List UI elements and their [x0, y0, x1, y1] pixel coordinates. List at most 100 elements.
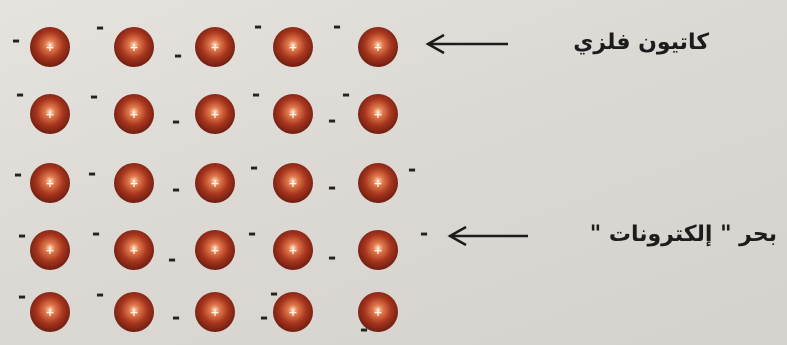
metal-cation: +	[358, 94, 398, 134]
cation-sphere	[195, 94, 235, 134]
cation-sphere	[358, 94, 398, 134]
cation-arrow	[425, 33, 508, 55]
positive-charge-symbol: +	[45, 177, 54, 190]
electron: -	[328, 175, 336, 199]
positive-charge-symbol: +	[288, 306, 297, 319]
cation-sphere	[195, 230, 235, 270]
electron: -	[16, 82, 24, 106]
positive-charge-symbol: +	[129, 41, 138, 54]
cation-sphere	[30, 292, 70, 332]
metal-cation: +	[273, 27, 313, 67]
electron: -	[18, 284, 26, 308]
positive-charge-symbol: +	[45, 108, 54, 121]
metal-cation: +	[358, 27, 398, 67]
cation-sphere	[114, 230, 154, 270]
metal-cation: +	[358, 230, 398, 270]
metal-cation: +	[30, 292, 70, 332]
cation-sphere	[114, 27, 154, 67]
cation-sphere	[30, 94, 70, 134]
positive-charge-symbol: +	[45, 244, 54, 257]
cation-sphere	[358, 230, 398, 270]
electron: -	[342, 82, 350, 106]
metal-cation: +	[358, 292, 398, 332]
electron: -	[333, 14, 341, 38]
electron-marker: -	[420, 221, 428, 245]
metal-cation: +	[114, 292, 154, 332]
metal-cation: +	[114, 230, 154, 270]
electron: -	[96, 282, 104, 306]
cation-sphere	[114, 94, 154, 134]
positive-charge-symbol: +	[288, 177, 297, 190]
electron: -	[254, 14, 262, 38]
metal-cation: +	[195, 27, 235, 67]
positive-charge-symbol: +	[288, 41, 297, 54]
cation-sphere	[358, 163, 398, 203]
positive-charge-symbol: +	[129, 306, 138, 319]
electron-sea-label: بحر " إلكترونات "	[589, 222, 777, 247]
metal-cation: +	[358, 163, 398, 203]
positive-charge-symbol: +	[45, 306, 54, 319]
metal-cation: +	[273, 230, 313, 270]
electron: -	[172, 109, 180, 133]
metal-cation: +	[195, 292, 235, 332]
cation-sphere	[30, 163, 70, 203]
electron: -	[172, 177, 180, 201]
cation-sphere	[358, 292, 398, 332]
electron: -	[18, 223, 26, 247]
positive-charge-symbol: +	[373, 306, 382, 319]
electron: -	[360, 317, 368, 341]
positive-charge-symbol: +	[129, 108, 138, 121]
positive-charge-symbol: +	[210, 177, 219, 190]
electron: -	[328, 108, 336, 132]
electron: -	[90, 84, 98, 108]
cation-sphere	[273, 230, 313, 270]
metal-cation-label: كاتيون فلزي	[573, 30, 709, 55]
metal-cation: +	[114, 163, 154, 203]
cation-sphere	[273, 27, 313, 67]
positive-charge-symbol: +	[288, 244, 297, 257]
electron: -	[96, 15, 104, 39]
electron-sea: ----------------------------	[12, 14, 416, 341]
electron: -	[172, 305, 180, 329]
cation-sphere	[30, 230, 70, 270]
cation-sphere	[358, 27, 398, 67]
metal-cation: +	[195, 94, 235, 134]
positive-charge-symbol: +	[45, 41, 54, 54]
positive-charge-symbol: +	[210, 306, 219, 319]
metal-cation: +	[114, 27, 154, 67]
positive-charge-symbol: +	[373, 244, 382, 257]
cation-sphere	[114, 292, 154, 332]
cation-sphere	[114, 163, 154, 203]
positive-charge-symbol: +	[373, 177, 382, 190]
electron: -	[14, 162, 22, 186]
positive-charge-symbol: +	[210, 41, 219, 54]
metal-cation: +	[30, 163, 70, 203]
metal-cation: +	[114, 94, 154, 134]
metal-cation: +	[273, 163, 313, 203]
metal-cation: +	[30, 94, 70, 134]
electron: -	[248, 221, 256, 245]
cation-sphere	[30, 27, 70, 67]
electron: -	[88, 161, 96, 185]
electron: -	[250, 155, 258, 179]
cation-sphere	[195, 27, 235, 67]
positive-charge-symbol: +	[373, 108, 382, 121]
metal-cation: +	[30, 27, 70, 67]
electron: -	[252, 82, 260, 106]
electron: -	[270, 281, 278, 305]
positive-charge-symbol: +	[288, 108, 297, 121]
cation-sphere	[195, 163, 235, 203]
electron: -	[92, 221, 100, 245]
metal-cation: +	[30, 230, 70, 270]
positive-charge-symbol: +	[129, 177, 138, 190]
cation-sphere	[273, 94, 313, 134]
metal-cation: +	[273, 94, 313, 134]
metal-cation: +	[273, 292, 313, 332]
metal-cation: +	[195, 230, 235, 270]
electron-sea-arrow: -	[420, 221, 528, 247]
positive-charge-symbol: +	[210, 108, 219, 121]
electron: -	[12, 28, 20, 52]
electron: -	[174, 43, 182, 67]
electron: -	[260, 305, 268, 329]
